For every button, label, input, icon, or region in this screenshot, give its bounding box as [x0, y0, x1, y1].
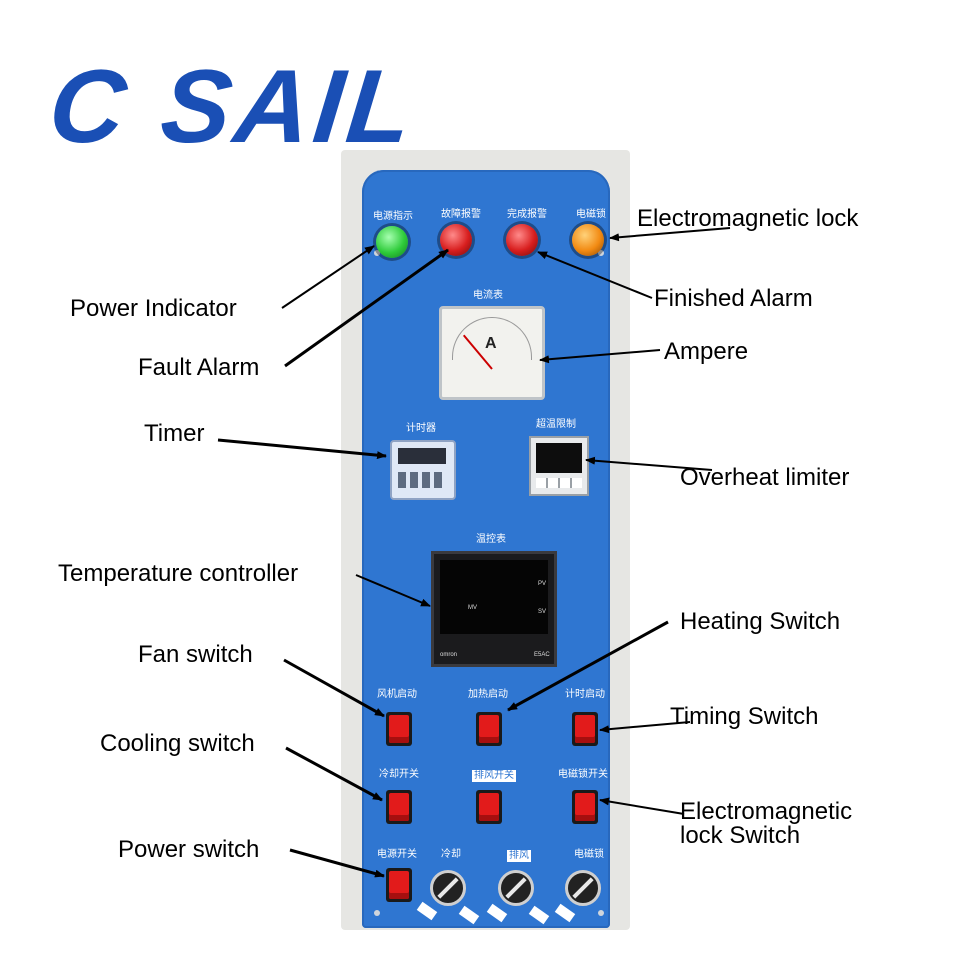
tc-brand: omron	[440, 652, 458, 658]
arrow-temperature-controller	[355, 574, 431, 607]
tc-display	[440, 560, 548, 634]
tc-pv-label: PV	[538, 581, 547, 587]
panel-screw	[374, 250, 380, 256]
label-heating-switch: Heating Switch	[680, 608, 841, 635]
label-power-switch: Power switch	[118, 836, 260, 863]
heat-start-caption: 加热启动	[468, 689, 508, 700]
arrow-power-indicator	[281, 245, 375, 309]
exhaust-knob[interactable]	[498, 870, 534, 906]
power-switch[interactable]	[386, 868, 412, 902]
label-em-lock-switch-line1: Electromagnetic	[680, 798, 853, 825]
em-lock-lamp	[572, 224, 604, 256]
temperature-controller-device: PV SV MV omron E5AC	[431, 551, 557, 667]
label-fan-switch: Fan switch	[138, 641, 253, 668]
finished-alarm-caption: 完成报警	[507, 209, 547, 220]
fan-start-caption: 风机启动	[377, 689, 417, 700]
exhaust-knob-caption: 排风	[507, 850, 531, 862]
arrow-timing-switch	[599, 721, 691, 734]
timer-caption: 计时器	[406, 423, 436, 434]
arrow-finished-alarm	[537, 251, 653, 299]
arrow-power-switch	[289, 848, 385, 878]
cooling-switch-caption: 冷却开关	[379, 769, 419, 780]
arrow-fan-switch	[283, 658, 385, 718]
panel-screw	[598, 250, 604, 256]
ammeter-caption: 电流表	[473, 290, 503, 301]
arrow-timer	[217, 438, 387, 460]
arrow-overheat-limiter	[585, 456, 713, 471]
timer-dials[interactable]	[398, 472, 446, 488]
label-finished-alarm: Finished Alarm	[654, 285, 813, 312]
timer-device	[390, 440, 456, 500]
em-lock-knob-caption: 电磁锁	[574, 849, 604, 860]
exhaust-fan-caption: 排风开关	[472, 770, 516, 782]
label-timer: Timer	[144, 420, 205, 447]
label-power-indicator: Power Indicator	[70, 295, 237, 322]
tc-mv-label: MV	[468, 605, 477, 611]
limiter-display	[536, 443, 582, 473]
ammeter-gauge: A	[439, 306, 545, 400]
tc-model: E5AC	[534, 652, 550, 658]
arrow-electromagnetic-lock	[609, 227, 731, 242]
power-indicator-caption: 电源指示	[373, 211, 413, 222]
arrow-fault-alarm	[284, 248, 449, 368]
label-fault-alarm: Fault Alarm	[138, 354, 260, 381]
finished-alarm-lamp	[506, 224, 538, 256]
cooling-knob-caption: 冷却	[441, 849, 461, 860]
em-lock-caption: 电磁锁	[576, 209, 606, 220]
em-lock-switch-caption: 电磁锁开关	[558, 769, 608, 780]
fan-switch[interactable]	[386, 712, 412, 746]
heating-switch[interactable]	[476, 712, 502, 746]
temp-controller-caption: 温控表	[476, 534, 506, 545]
ammeter-unit: A	[485, 335, 497, 352]
arrow-heating-switch	[507, 620, 669, 712]
power-switch-caption: 电源开关	[377, 849, 417, 860]
timer-display	[398, 448, 446, 464]
label-temperature-controller: Temperature controller	[58, 560, 299, 587]
overheat-limiter-device	[529, 436, 589, 496]
exhaust-fan-switch[interactable]	[476, 790, 502, 824]
fault-alarm-caption: 故障报警	[441, 209, 481, 220]
timing-switch[interactable]	[572, 712, 598, 746]
label-ampere: Ampere	[664, 338, 749, 365]
label-electromagnetic-lock: Electromagnetic lock	[637, 205, 859, 232]
timer-start-caption: 计时启动	[565, 689, 605, 700]
panel-screw	[374, 910, 380, 916]
label-timing-switch: Timing Switch	[670, 703, 819, 730]
power-indicator-lamp	[376, 226, 408, 258]
limiter-buttons[interactable]	[536, 478, 582, 488]
label-cooling-switch: Cooling switch	[100, 730, 255, 757]
panel-screw	[598, 910, 604, 916]
em-lock-knob[interactable]	[565, 870, 601, 906]
overheat-caption: 超温限制	[536, 419, 576, 430]
arrow-cooling-switch	[285, 746, 383, 802]
em-lock-switch[interactable]	[572, 790, 598, 824]
cooling-switch[interactable]	[386, 790, 412, 824]
tc-sv-label: SV	[538, 609, 547, 615]
arrow-ampere	[539, 349, 661, 364]
arrow-em-lock-switch	[599, 797, 685, 815]
label-em-lock-switch-line2: lock Switch	[680, 822, 801, 849]
cooling-knob[interactable]	[430, 870, 466, 906]
